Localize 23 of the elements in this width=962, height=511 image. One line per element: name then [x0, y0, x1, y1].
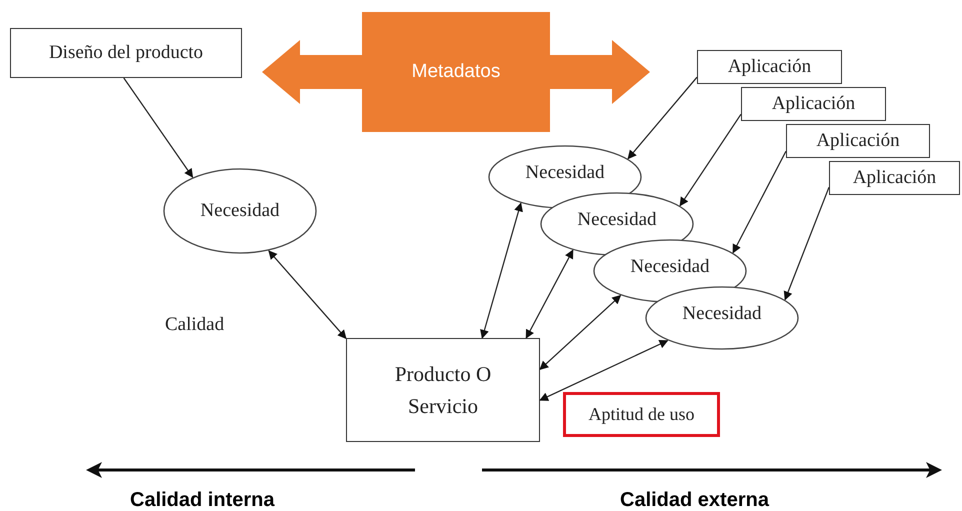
process-box: Diseño del producto [10, 28, 242, 78]
text-label: Calidad [165, 313, 224, 337]
arrow [784, 186, 830, 300]
need-ellipse: Necesidad [163, 168, 317, 254]
arrow [268, 250, 347, 340]
arrow [680, 114, 742, 206]
application-box: Aplicación [697, 50, 842, 84]
arrow [628, 76, 698, 160]
text-label: Calidad externa [620, 488, 769, 511]
text-label: Calidad interna [130, 488, 274, 511]
metadata-block: Metadatos [262, 12, 650, 132]
arrow [539, 340, 668, 401]
application-box: Aplicación [786, 124, 930, 158]
arrow [480, 202, 523, 339]
arrow [123, 78, 194, 178]
need-ellipse: Necesidad [645, 286, 799, 350]
arrow [539, 294, 622, 370]
arrow [526, 249, 574, 339]
application-box: Aplicación [829, 161, 960, 195]
process-box: Producto O Servicio [346, 338, 540, 442]
arrow [732, 150, 787, 254]
highlighted-box: Aptitud de uso [563, 392, 720, 437]
application-box: Aplicación [741, 87, 886, 121]
